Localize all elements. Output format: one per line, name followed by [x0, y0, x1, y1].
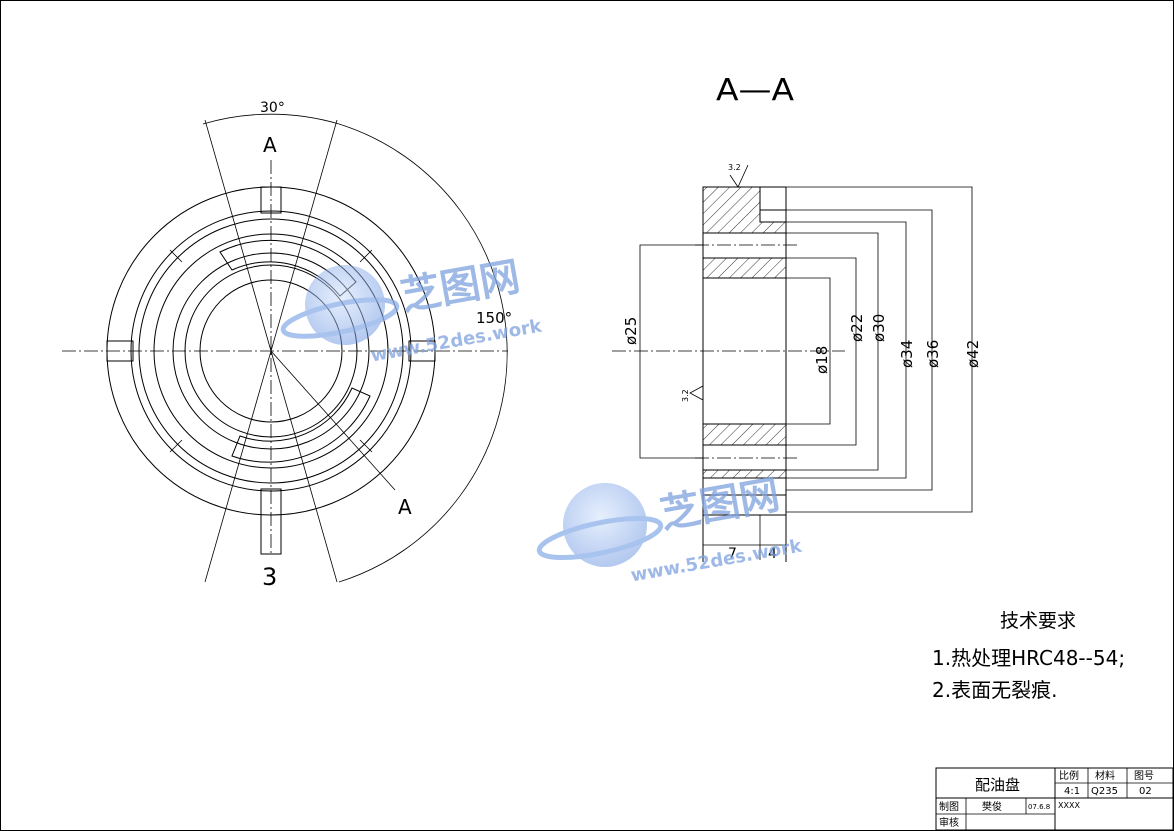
dim-w4: 4: [768, 546, 777, 562]
notch-bottom: [260, 488, 282, 555]
drawn-by: 樊俊: [982, 800, 1002, 813]
tech-line-2: 2.表面无裂痕.: [932, 678, 1057, 702]
angle-arc-150: [338, 123, 508, 583]
tech-line-1: 1.热处理HRC48--54;: [932, 646, 1125, 670]
checked-label: 审核: [939, 816, 959, 829]
view-number: 3: [262, 563, 277, 591]
circle-r22: [184, 264, 358, 438]
date-value: 07.6.8: [1028, 803, 1050, 811]
dim-d34: ø34: [898, 340, 916, 368]
school-value: XXXX: [1058, 801, 1080, 810]
dim-d18: ø18: [813, 346, 831, 374]
section-mark-bottom: A: [398, 495, 412, 519]
roughness-symbol-side: 3.2: [681, 385, 704, 402]
section-mark-top: A: [263, 133, 277, 157]
watermark-brand-lower: 芝图网: [657, 472, 783, 538]
watermark-lower: 芝图网 www.52des.work: [536, 472, 804, 586]
dim-d36: ø36: [924, 340, 942, 368]
section-title: A—A: [716, 73, 795, 108]
notch-top: [260, 186, 282, 214]
roughness-symbol-top: 3.2: [728, 163, 749, 188]
dim-d25: ø25: [622, 317, 640, 345]
title-block: 配油盘 比例 材料 图号 4:1 Q235 02 制图 樊俊 07.6.8 XX…: [935, 767, 1174, 831]
drawn-label: 制图: [939, 800, 959, 813]
dim-d30: ø30: [870, 314, 888, 342]
tech-requirements: 技术要求 1.热处理HRC48--54; 2.表面无裂痕.: [932, 610, 1125, 702]
drawing-no-value: 02: [1139, 786, 1152, 797]
dim-w7: 7: [728, 546, 737, 562]
circle-r36: [130, 210, 412, 492]
front-view: 30° 150° A A 3: [62, 100, 512, 591]
scale-label: 比例: [1059, 769, 1079, 782]
notch-right: [408, 340, 436, 362]
dimension-lines: [639, 186, 973, 560]
material-value: Q235: [1091, 786, 1118, 797]
radial-ticks: [169, 249, 373, 453]
watermark-url-lower: www.52des.work: [629, 535, 804, 586]
angle-arc-30: [202, 113, 340, 125]
section-line-a: [270, 350, 396, 491]
circle-r25: [172, 252, 370, 450]
bore-circle-r18: [199, 279, 343, 423]
watermark-url-upper: www.52des.work: [369, 315, 544, 366]
circle-r30: [153, 233, 389, 469]
hatched-region-upper-wall: [702, 257, 787, 279]
tech-heading: 技术要求: [1000, 610, 1076, 632]
svg-text:3.2: 3.2: [728, 163, 741, 172]
angle-label-150: 150°: [476, 309, 512, 327]
material-label: 材料: [1095, 769, 1115, 782]
hatched-region-lower-wall: [702, 423, 787, 446]
svg-text:3.2: 3.2: [681, 389, 690, 402]
angle-label-30: 30°: [260, 100, 285, 116]
notch-left: [106, 340, 134, 362]
part-name: 配油盘: [975, 776, 1020, 794]
section-view: A—A: [612, 73, 982, 562]
drawing-no-label: 图号: [1134, 770, 1154, 782]
kidney-slot-lower: [231, 387, 371, 463]
circle-r34: [138, 218, 404, 484]
dim-d22: ø22: [848, 314, 866, 342]
scale-value: 4:1: [1064, 786, 1080, 797]
dim-d42: ø42: [964, 340, 982, 368]
